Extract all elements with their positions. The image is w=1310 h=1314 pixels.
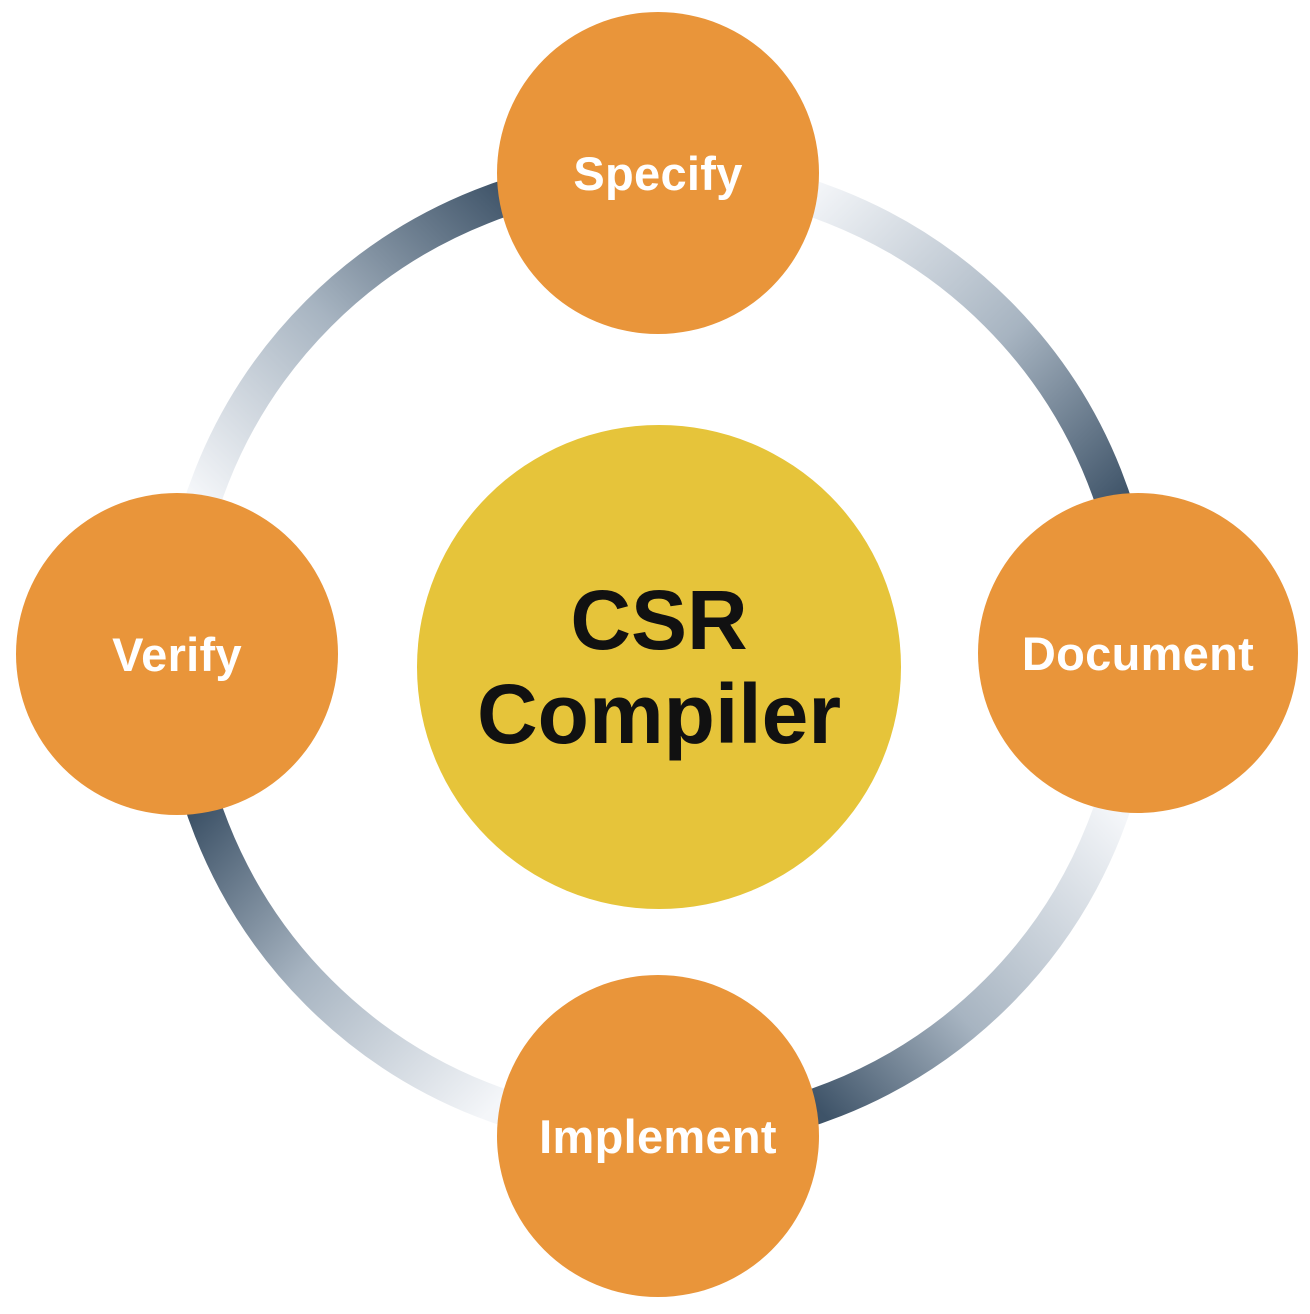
stage-specify-label: Specify [573,146,743,200]
center-title-line2: Compiler [476,667,842,761]
stage-document-node: Document [978,493,1298,813]
stage-document-label: Document [1021,626,1255,680]
stage-implement-label: Implement [539,1109,777,1163]
center-node: CSR Compiler [417,425,901,909]
stage-specify-node: Specify [497,12,819,334]
center-title-line1: CSR [570,572,748,667]
stage-verify-label: Verify [112,627,242,681]
stage-implement-node: Implement [497,975,819,1297]
stage-verify-node: Verify [16,493,338,815]
